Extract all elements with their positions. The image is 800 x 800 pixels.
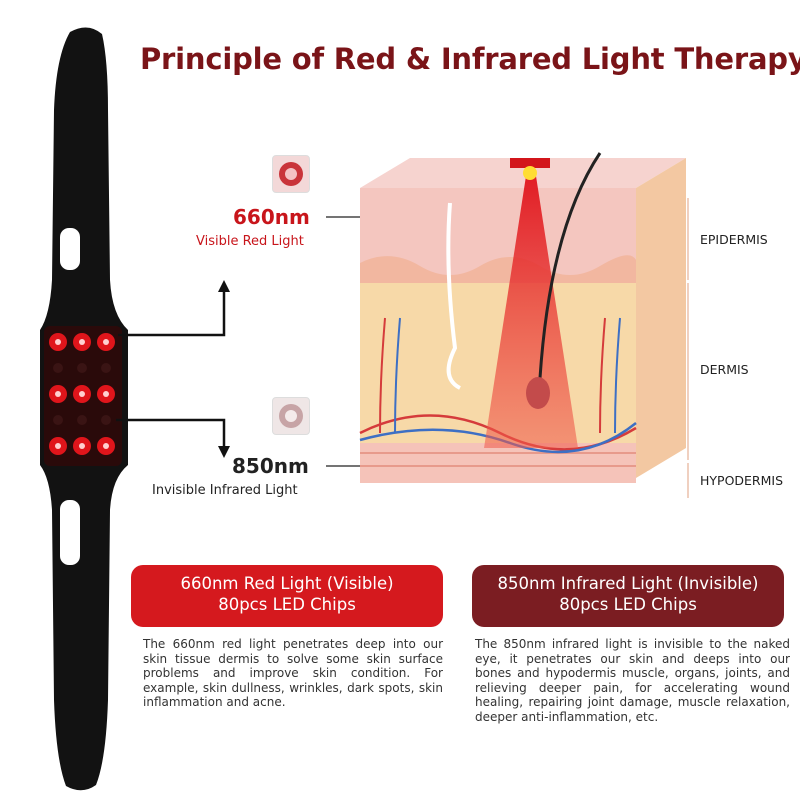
red-led-core: [103, 339, 109, 345]
red-led-core: [103, 443, 109, 449]
red-led-core: [103, 391, 109, 397]
red-banner-line1: 660nm Red Light (Visible): [180, 574, 394, 593]
layer-label-hypodermis: HYPODERMIS: [700, 473, 784, 488]
red-led-core: [55, 339, 61, 345]
layer-label-epidermis: EPIDERMIS: [700, 232, 768, 247]
red-led-core: [79, 391, 85, 397]
layer-label-dermis: DERMIS: [700, 362, 749, 377]
infrared-chip-icon: [272, 397, 310, 435]
infrared-banner-line1: 850nm Infrared Light (Invisible): [497, 574, 759, 593]
red-banner-line2: 80pcs LED Chips: [218, 595, 356, 614]
infrared-led: [101, 363, 111, 373]
red-led-core: [55, 391, 61, 397]
red-led-core: [55, 443, 61, 449]
infrared-led: [53, 363, 63, 373]
red-light-label: Visible Red Light: [196, 234, 304, 249]
red-light-description: The 660nm red light penetrates deep into…: [143, 637, 443, 709]
infrared-light-banner: 850nm Infrared Light (Invisible) 80pcs L…: [472, 565, 784, 627]
infrared-light-label: Invisible Infrared Light: [152, 483, 298, 498]
red-led-core: [79, 339, 85, 345]
red-wavelength: 660nm: [233, 205, 310, 229]
infrared-led: [53, 415, 63, 425]
infrared-led: [77, 415, 87, 425]
skin-cross-section-illustration: [359, 152, 689, 498]
red-light-banner: 660nm Red Light (Visible) 80pcs LED Chip…: [131, 565, 443, 627]
infrared-light-description: The 850nm infrared light is invisible to…: [475, 637, 790, 724]
infrared-led: [101, 415, 111, 425]
belt-slot-bottom: [60, 500, 80, 565]
arrow-down-850: [116, 418, 226, 448]
infrared-banner-line2: 80pcs LED Chips: [559, 595, 697, 614]
arrow-up-660: [118, 288, 226, 337]
red-led-core: [79, 443, 85, 449]
red-chip-icon: [272, 155, 310, 193]
infrared-wavelength: 850nm: [232, 454, 309, 478]
belt-slot-top: [60, 228, 80, 270]
infrared-led: [77, 363, 87, 373]
page-title: Principle of Red & Infrared Light Therap…: [140, 42, 800, 76]
